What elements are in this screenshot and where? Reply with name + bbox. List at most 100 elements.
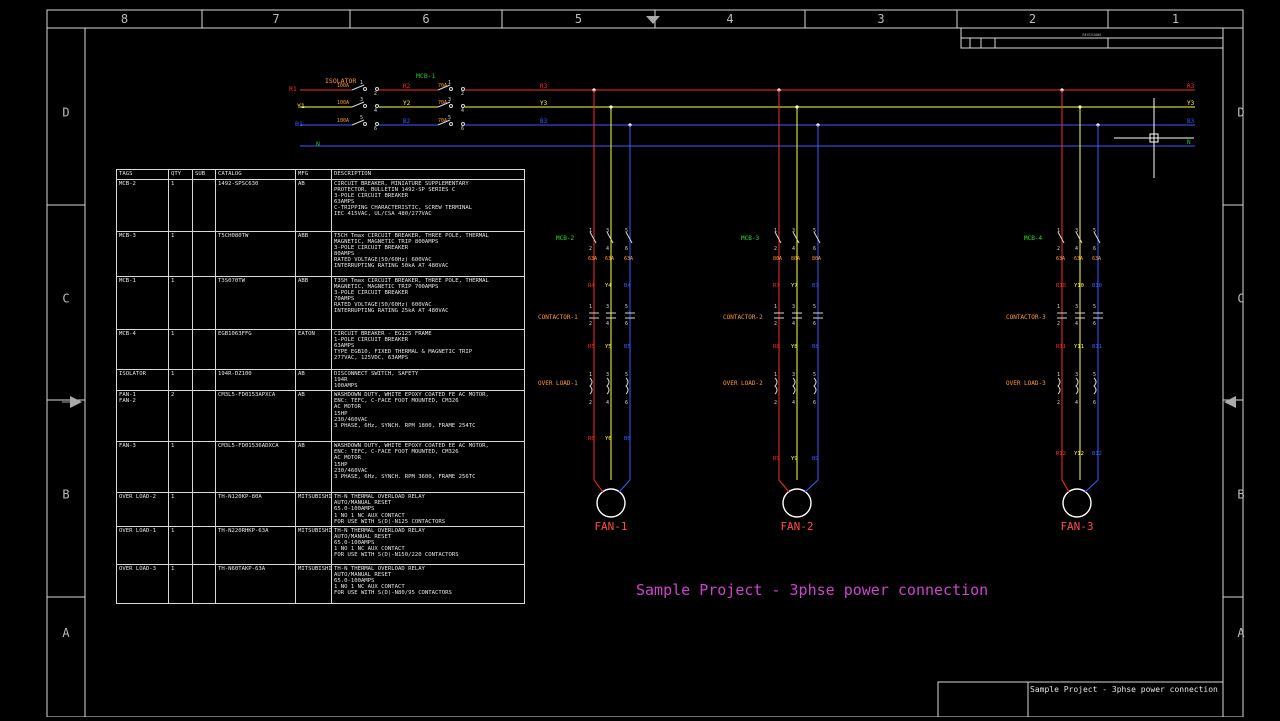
mcb-pole bbox=[461, 104, 465, 108]
wire-label: R6 bbox=[588, 436, 595, 442]
wire-label: B12 bbox=[1092, 451, 1102, 457]
overload-tag: OVER LOAD-1 bbox=[538, 380, 578, 387]
terminal-number: 5 bbox=[360, 115, 363, 121]
motor-symbol bbox=[782, 488, 812, 518]
cell-tag: FAN-1 FAN-2 bbox=[116, 390, 169, 443]
cell-mfg: MITSUBISHI bbox=[295, 492, 332, 527]
cell-tag: MCB-3 bbox=[116, 231, 169, 277]
mcb-pole bbox=[449, 87, 453, 91]
pole-number: 3 bbox=[1075, 304, 1078, 310]
cell-qty: 1 bbox=[168, 525, 193, 565]
zone-row-label: C bbox=[62, 292, 69, 306]
terminal-number: 5 bbox=[448, 115, 451, 121]
pole-number: 3 bbox=[1075, 228, 1078, 234]
zone-column-label: 8 bbox=[121, 12, 128, 26]
wire-label: R11 bbox=[1056, 344, 1066, 350]
cell-qty: 1 bbox=[168, 276, 193, 330]
cell-catalog: CM3L5-FD0153APXCA bbox=[215, 390, 296, 443]
motor-symbol bbox=[596, 488, 626, 518]
cell-description: T3SH Tmax CIRCUIT BREAKER, THREE POLE, T… bbox=[331, 276, 525, 330]
line-label-r1: R1 bbox=[289, 85, 297, 93]
feeder-1 bbox=[589, 88, 635, 518]
mcb-tag: MCB-4 bbox=[1024, 235, 1042, 242]
bus-label: R3 bbox=[540, 83, 548, 90]
overload-element bbox=[625, 377, 629, 395]
isolator-pole bbox=[375, 122, 379, 126]
wire-label: Y6 bbox=[605, 436, 612, 442]
cell-sub bbox=[192, 276, 216, 330]
pole-number: 2 bbox=[1057, 246, 1060, 252]
cell-mfg: AB bbox=[295, 441, 332, 494]
cell-tag: OVER LOAD-3 bbox=[116, 563, 169, 604]
cell-mfg: AB bbox=[295, 179, 332, 232]
breaker-contact bbox=[774, 231, 782, 244]
breaker-rating: 80A bbox=[773, 256, 782, 262]
cursor-pickbox bbox=[1149, 133, 1159, 143]
isolator-pole bbox=[375, 87, 379, 91]
mcb-pole bbox=[461, 87, 465, 91]
cell-catalog: T5CH080TW bbox=[215, 231, 296, 277]
cell-catalog: 1492-SPSC630 bbox=[215, 179, 296, 232]
pole-number: 5 bbox=[625, 372, 628, 378]
wire-label: Y10 bbox=[1074, 283, 1084, 289]
terminal-number: 3 bbox=[448, 97, 451, 103]
pole-number: 4 bbox=[1075, 246, 1078, 252]
breaker-contact bbox=[625, 231, 633, 244]
feeder-2 bbox=[774, 88, 823, 518]
bus-end-label: Y3 bbox=[1187, 100, 1195, 107]
cell-sub bbox=[192, 390, 216, 443]
cell-description: TH-N THERMAL OVERLOAD RELAY AUTO/MANUAL … bbox=[331, 492, 525, 527]
cell-qty: 1 bbox=[168, 368, 193, 392]
cell-description: CIRCUIT BREAKER - EG125 FRAME 1-POLE CIR… bbox=[331, 329, 525, 370]
cell-sub bbox=[192, 492, 216, 527]
pole-number: 4 bbox=[792, 246, 795, 252]
mcb-tag: MCB-2 bbox=[556, 235, 574, 242]
wire-label: Y4 bbox=[605, 283, 612, 289]
pole-number: 1 bbox=[774, 372, 777, 378]
breaker-contact bbox=[589, 231, 597, 244]
wire-label: B5 bbox=[624, 344, 631, 350]
cell-sub bbox=[192, 368, 216, 392]
title-block-text: Sample Project - 3phse power connection bbox=[1030, 685, 1218, 694]
terminal-number: 2 bbox=[374, 91, 377, 97]
wire-label: B6 bbox=[624, 436, 631, 442]
pole-number: 3 bbox=[606, 372, 609, 378]
cell-catalog: TH-N60TAKP-63A bbox=[215, 563, 296, 604]
wire-label: B8 bbox=[812, 344, 819, 350]
pole-number: 2 bbox=[589, 400, 592, 406]
zone-column-label: 3 bbox=[877, 12, 884, 26]
cell-qty: 1 bbox=[168, 231, 193, 277]
isolator-pole bbox=[363, 104, 367, 108]
terminal-number: 2 bbox=[461, 91, 464, 97]
cell-mfg: MITSUBISHI bbox=[295, 563, 332, 604]
line-label-b1: B1 bbox=[295, 120, 303, 128]
pole-number: 3 bbox=[606, 304, 609, 310]
feeder-3 bbox=[1057, 88, 1103, 518]
breaker-contact bbox=[1057, 231, 1065, 244]
wire-label: Y2 bbox=[403, 100, 411, 107]
cell-tag: ISOLATOR bbox=[116, 368, 169, 392]
breaker-rating: 63A bbox=[1074, 256, 1083, 262]
wire-label: R4 bbox=[588, 283, 595, 289]
cell-tag: MCB-1 bbox=[116, 276, 169, 330]
pole-number: 2 bbox=[1057, 400, 1060, 406]
breaker-contact bbox=[792, 231, 800, 244]
pole-number: 1 bbox=[589, 372, 592, 378]
bill-of-materials-table: TAGS QTY SUB CATALOG MFG DESCRIPTION MCB… bbox=[116, 169, 525, 604]
overload-element bbox=[813, 377, 817, 395]
cell-qty: 1 bbox=[168, 329, 193, 370]
cell-mfg: ABB bbox=[295, 231, 332, 277]
pole-number: 1 bbox=[589, 304, 592, 310]
mcb-contact bbox=[437, 119, 451, 126]
motor-lead bbox=[804, 479, 819, 493]
overload-element bbox=[1075, 377, 1079, 395]
cell-sub bbox=[192, 179, 216, 232]
pole-number: 5 bbox=[813, 228, 816, 234]
pole-number: 1 bbox=[589, 228, 592, 234]
cell-sub bbox=[192, 441, 216, 494]
